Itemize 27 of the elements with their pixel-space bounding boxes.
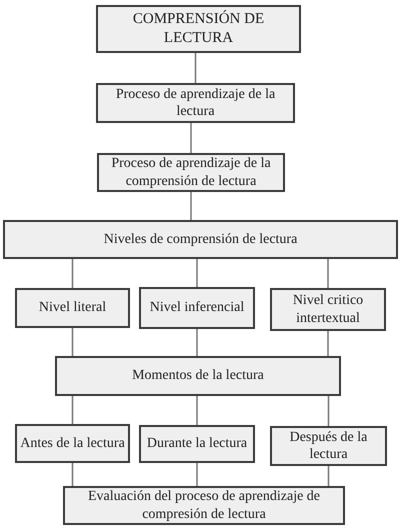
process-box: Proceso de aprendizaje de la lectura <box>96 83 295 123</box>
connector-line <box>190 192 192 220</box>
process-box: Niveles de comprensión de lectura <box>3 220 398 259</box>
process-box: Nivel inferencial <box>139 287 255 329</box>
process-box: Antes de la lectura <box>15 424 130 463</box>
connector-line <box>196 259 198 287</box>
connector-line <box>196 463 198 486</box>
connector-line <box>196 329 198 356</box>
process-box: Nivel critico intertextual <box>270 288 386 331</box>
process-box: Nivel literal <box>15 288 130 328</box>
process-box: Durante la lectura <box>139 425 255 463</box>
connector-line <box>72 259 74 288</box>
process-box: Evaluación del proceso de aprendizaje de compresión de lectura <box>63 486 345 525</box>
connector-line <box>72 463 74 486</box>
connector-line <box>194 53 196 83</box>
connector-line <box>190 123 192 153</box>
connector-line <box>327 331 329 356</box>
connector-line <box>328 466 330 486</box>
process-box: Momentos de la lectura <box>55 356 341 396</box>
process-box: Después de la lectura <box>270 426 387 466</box>
connector-line <box>72 328 74 356</box>
connector-line <box>72 396 74 424</box>
process-box: Proceso de aprendizaje de la comprensión de lectura <box>97 153 285 192</box>
connector-line <box>196 396 198 425</box>
connector-line <box>327 259 329 288</box>
process-box: COMPRENSIÓN DE LECTURA <box>96 5 301 53</box>
connector-line <box>328 396 330 426</box>
